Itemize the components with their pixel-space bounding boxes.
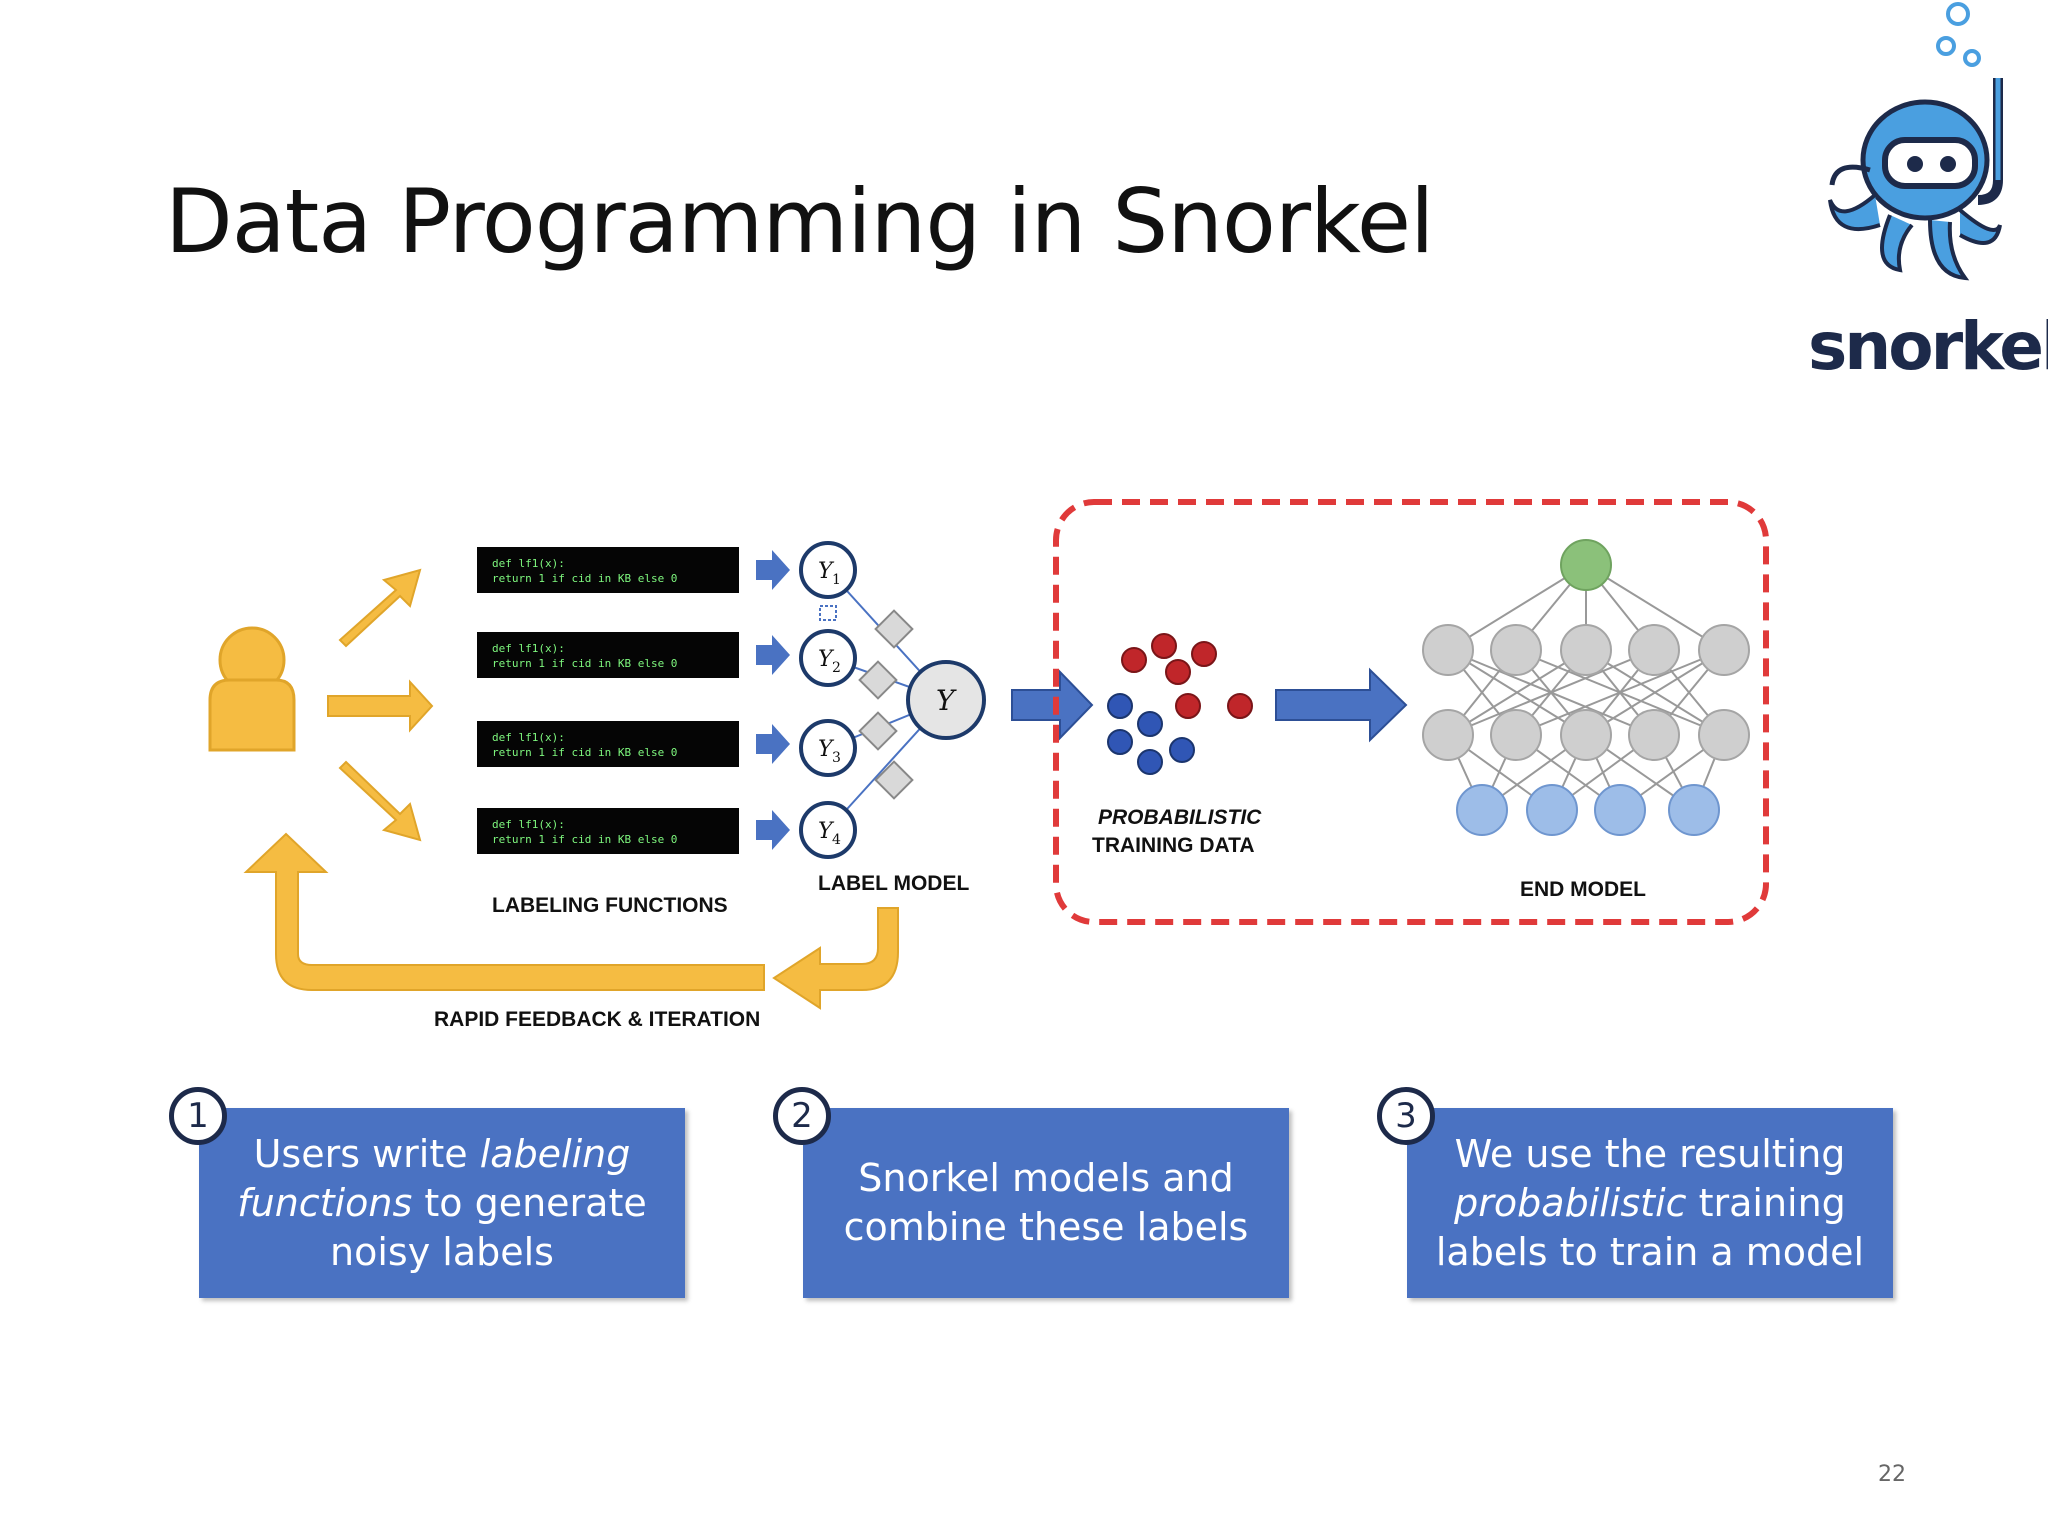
user-icon <box>208 626 296 752</box>
label-node-y3: Y 3 <box>799 719 857 777</box>
label-model-caption: LABEL MODEL <box>818 872 969 895</box>
training-data-caption-2: TRAINING DATA <box>1092 834 1255 857</box>
lf-code-box: def lf1(x): return 1 if cid in KB else 0 <box>477 721 739 767</box>
svg-text:Y: Y <box>818 737 835 762</box>
label-node-y1: Y 1 <box>799 541 857 599</box>
lf-code-line: def lf1(x): <box>492 557 565 570</box>
lf-code-line: return 1 if cid in KB else 0 <box>492 657 677 670</box>
lf-code-box: def lf1(x): return 1 if cid in KB else 0 <box>477 632 739 678</box>
svg-text:Y: Y <box>818 559 835 584</box>
feedback-caption: RAPID FEEDBACK & ITERATION <box>434 1008 760 1031</box>
step-box-2: Snorkel models and combine these labels <box>803 1108 1289 1298</box>
lf-code-box: def lf1(x): return 1 if cid in KB else 0 <box>477 808 739 854</box>
lf-code-line: return 1 if cid in KB else 0 <box>492 833 677 846</box>
svg-text:4: 4 <box>832 832 841 848</box>
lf-code-line: return 1 if cid in KB else 0 <box>492 572 677 585</box>
step-box-1: Users write labeling functions to genera… <box>199 1108 685 1298</box>
feedback-return-arrow <box>243 832 765 991</box>
page-number: 22 <box>1878 1462 1906 1487</box>
label-node-y: Y <box>906 660 986 740</box>
feedback-arrow <box>772 907 899 1010</box>
lf-code-line: return 1 if cid in KB else 0 <box>492 746 677 759</box>
step-box-3: We use the resulting probabilistic train… <box>1407 1108 1893 1298</box>
step-text: Snorkel models and combine these labels <box>843 1156 1249 1249</box>
svg-text:Y: Y <box>936 684 957 717</box>
svg-text:Y: Y <box>818 819 835 844</box>
slide-title: Data Programming in Snorkel <box>165 170 1434 273</box>
logo-wordmark: snorkel <box>1808 308 2048 385</box>
lf-code-line: def lf1(x): <box>492 731 565 744</box>
labeling-functions-caption: LABELING FUNCTIONS <box>492 894 728 917</box>
lf-code-line: def lf1(x): <box>492 642 565 655</box>
end-model-caption: END MODEL <box>1520 878 1646 901</box>
label-model: Y 1 Y 2 Y 3 Y 4 Y LABEL MODEL <box>799 541 986 895</box>
step-badge-3: 3 <box>1377 1087 1435 1145</box>
lf-code-line: def lf1(x): <box>492 818 565 831</box>
step-badge-1: 1 <box>169 1087 227 1145</box>
label-model-to-data-arrow <box>1011 669 1094 741</box>
svg-text:Y: Y <box>818 647 835 672</box>
lf-to-node-arrows <box>756 550 790 850</box>
label-node-y4: Y 4 <box>799 801 857 859</box>
data-to-end-model-arrow <box>1275 667 1408 743</box>
step-text: training labels to train a model <box>1435 1180 1865 1274</box>
labeling-functions: def lf1(x): return 1 if cid in KB else 0… <box>477 547 739 917</box>
label-node-y2: Y 2 <box>799 629 857 687</box>
lf-code-box: def lf1(x): return 1 if cid in KB else 0 <box>477 547 739 593</box>
svg-text:3: 3 <box>832 750 841 766</box>
step-text: Users write <box>253 1131 480 1176</box>
end-model: END MODEL <box>1422 539 1750 901</box>
probabilistic-training-data: PROBABILISTIC TRAINING DATA <box>1092 633 1262 857</box>
svg-text:2: 2 <box>832 660 841 676</box>
svg-text:1: 1 <box>832 572 841 588</box>
dashed-output-region <box>1053 499 1769 925</box>
step-text: to generate noisy labels <box>330 1180 647 1274</box>
step-text-emphasis: labeling functions <box>237 1131 631 1225</box>
step-badge-2: 2 <box>773 1087 831 1145</box>
user-to-lf-arrows <box>327 568 434 842</box>
step-text: We use the resulting <box>1454 1131 1846 1176</box>
training-data-caption-1: PROBABILISTIC <box>1098 806 1262 829</box>
step-text-emphasis: probabilistic <box>1454 1180 1687 1225</box>
